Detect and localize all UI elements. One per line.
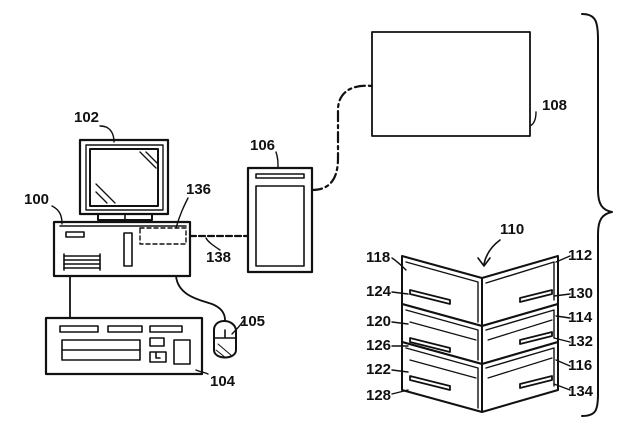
label-136: 136 — [186, 181, 211, 198]
label-124: 124 — [366, 283, 392, 300]
label-134: 134 — [568, 383, 594, 400]
server-tower — [246, 166, 314, 274]
label-122: 122 — [366, 361, 391, 378]
label-108: 108 — [542, 97, 567, 114]
label-130: 130 — [568, 285, 593, 302]
cables — [69, 84, 374, 321]
label-102: 102 — [74, 109, 99, 126]
label-105: 105 — [240, 313, 265, 330]
label-138: 138 — [206, 249, 231, 266]
label-104: 104 — [210, 373, 236, 390]
remote-device-box — [371, 31, 531, 137]
label-106: 106 — [250, 137, 275, 154]
label-112: 112 — [568, 247, 592, 264]
label-132: 132 — [568, 333, 593, 350]
label-114: 114 — [568, 309, 593, 326]
mouse — [213, 320, 237, 359]
label-120: 120 — [366, 313, 391, 330]
reference-labels: 102 100 136 138 106 108 105 104 110 118 … — [24, 97, 594, 404]
right-brace — [581, 13, 613, 417]
label-126: 126 — [366, 337, 391, 354]
monitor — [78, 138, 170, 221]
label-116: 116 — [568, 357, 592, 374]
leader-lines — [51, 111, 571, 395]
label-118: 118 — [366, 249, 390, 266]
storage-racks — [401, 239, 559, 413]
label-128: 128 — [366, 387, 391, 404]
keyboard — [44, 316, 204, 376]
label-110: 110 — [500, 221, 524, 238]
label-100: 100 — [24, 191, 49, 208]
computer-unit — [52, 220, 192, 278]
